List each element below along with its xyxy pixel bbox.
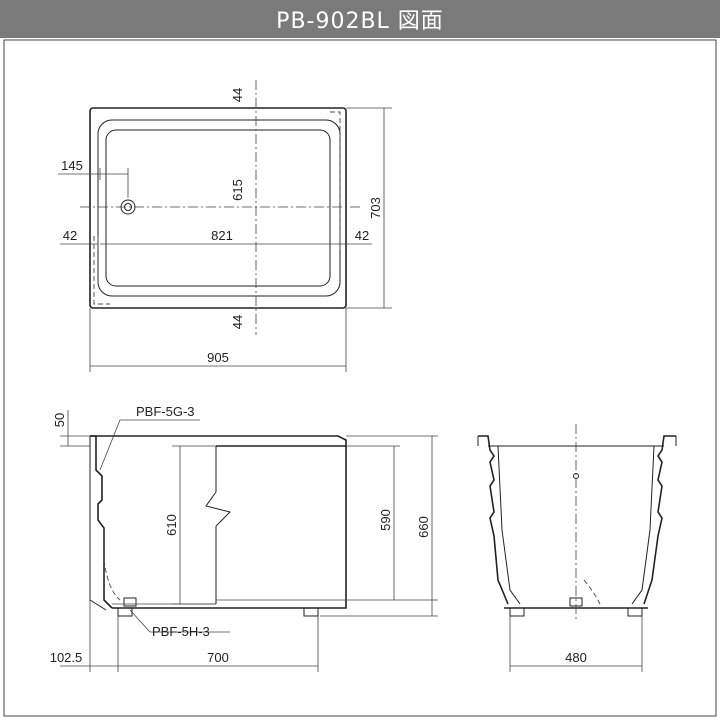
dim-bottom-offset: 44 bbox=[230, 315, 245, 329]
plan-view: 44 615 44 145 42 821 42 905 703 bbox=[58, 80, 392, 372]
dim-inner-width: 821 bbox=[211, 228, 233, 243]
front-view: 480 bbox=[477, 424, 677, 672]
dim-left-offset: 42 bbox=[63, 228, 77, 243]
dim-overall-depth: 703 bbox=[368, 197, 383, 219]
rim-recess-left bbox=[93, 236, 110, 305]
dim-overall-height: 660 bbox=[416, 516, 431, 538]
rim-recess-right bbox=[330, 111, 341, 236]
dim-overall-width: 905 bbox=[207, 350, 229, 365]
side-view: 50 PBF-5G-3 610 590 660 PBF-5H-3 102.5 7… bbox=[50, 404, 438, 672]
side-foot-left bbox=[117, 607, 133, 617]
dim-apron-height: 590 bbox=[378, 509, 393, 531]
side-rim bbox=[90, 435, 347, 447]
dim-right-offset: 42 bbox=[355, 228, 369, 243]
dim-rim: 50 bbox=[52, 413, 67, 427]
side-base bbox=[112, 600, 347, 609]
front-foot-right bbox=[627, 607, 643, 617]
front-right-wall bbox=[643, 435, 676, 605]
dim-drain-offset: 145 bbox=[61, 158, 83, 173]
dim-left-extension: 102.5 bbox=[50, 650, 83, 665]
dim-top-offset: 44 bbox=[230, 88, 245, 102]
dim-inner-depth: 615 bbox=[230, 179, 245, 201]
label-overflow-part: PBF-5G-3 bbox=[136, 404, 195, 419]
front-inner-right bbox=[631, 445, 655, 605]
front-inner-left bbox=[497, 445, 521, 605]
side-break-mark bbox=[205, 491, 231, 527]
tub-basin-floor bbox=[105, 129, 331, 287]
drawing-frame bbox=[3, 39, 717, 717]
label-drain-part: PBF-5H-3 bbox=[152, 624, 210, 639]
dim-base-width: 700 bbox=[207, 650, 229, 665]
front-left-wall bbox=[478, 435, 509, 605]
tub-outer-rim bbox=[89, 107, 347, 309]
dim-inner-height: 610 bbox=[164, 514, 179, 536]
dim-front-base-width: 480 bbox=[565, 650, 587, 665]
tub-basin-outline bbox=[97, 119, 341, 297]
side-drain-trap-icon bbox=[123, 597, 137, 607]
page-title: PB-902BL 図面 bbox=[276, 9, 444, 34]
side-inner-wall bbox=[90, 435, 113, 609]
side-foot-right bbox=[303, 607, 319, 617]
side-hidden-drain bbox=[103, 559, 121, 601]
front-foot-left bbox=[509, 607, 525, 617]
title-bar: PB-902BL 図面 bbox=[0, 0, 720, 38]
